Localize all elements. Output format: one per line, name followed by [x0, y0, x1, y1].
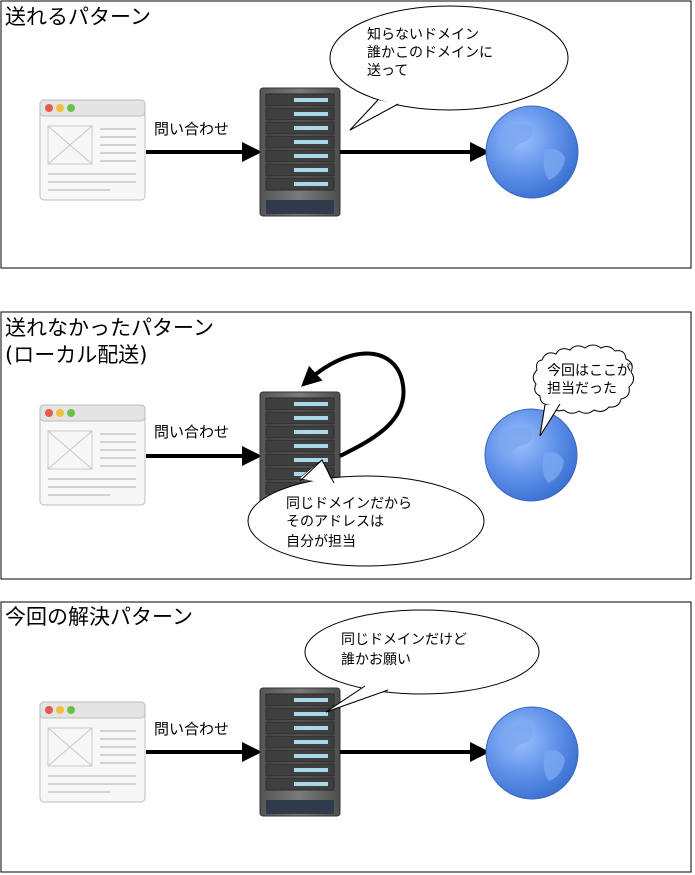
panel-1-title-line-1: 送れるパターン [5, 5, 151, 29]
panel-1: 送れるパターン 問い合わせ [0, 0, 692, 269]
internet-globe-icon [485, 706, 579, 800]
bubble-line-2: そのアドレスは [286, 514, 384, 530]
panel-2-title-line-2: (ローカル配送) [5, 343, 147, 367]
bubble-line-2: 誰かお願い [341, 652, 411, 668]
loopback-arrow [301, 351, 406, 458]
speech-bubble: 同じドメインだけど 誰かお願い [304, 609, 540, 713]
bubble-line-3: 送って [367, 63, 408, 79]
browser-window-icon [39, 99, 146, 201]
query-arrow-label: 問い合わせ [154, 120, 229, 138]
internet-globe-icon [484, 408, 578, 502]
mail-server-icon [259, 687, 341, 817]
bubble-line-2: 誰かこのドメインに [367, 45, 493, 61]
internet-globe-icon [485, 105, 579, 199]
panel-3: 今回の解決パターン 問い合わせ [0, 601, 692, 873]
thought-cloud: 今回はここが 担当だった [532, 344, 635, 437]
bubble-line-1: 知らないドメイン [367, 26, 479, 43]
panel-3-title-line-1: 今回の解決パターン [5, 605, 193, 629]
browser-window-icon [39, 701, 146, 803]
browser-window-icon [39, 404, 146, 506]
speech-bubble: 知らないドメイン 誰かこのドメインに 送って [329, 5, 569, 131]
query-arrow-label: 問い合わせ [154, 423, 229, 441]
panel-2: 送れなかったパターン (ローカル配送) 問い合わせ [0, 311, 692, 580]
query-arrow-label: 問い合わせ [154, 720, 229, 738]
bubble-line-1: 同じドメインだけど [341, 632, 467, 648]
panel-2-title-line-1: 送れなかったパターン [5, 316, 214, 340]
mail-server-icon [259, 87, 341, 217]
bubble-line-3: 自分が担当 [286, 534, 356, 550]
cloud-line-1: 今回はここが [547, 363, 631, 379]
cloud-line-2: 担当だった [547, 381, 617, 397]
speech-bubble: 同じドメインだから そのアドレスは 自分が担当 [247, 459, 485, 567]
bubble-line-1: 同じドメインだから [286, 496, 412, 512]
